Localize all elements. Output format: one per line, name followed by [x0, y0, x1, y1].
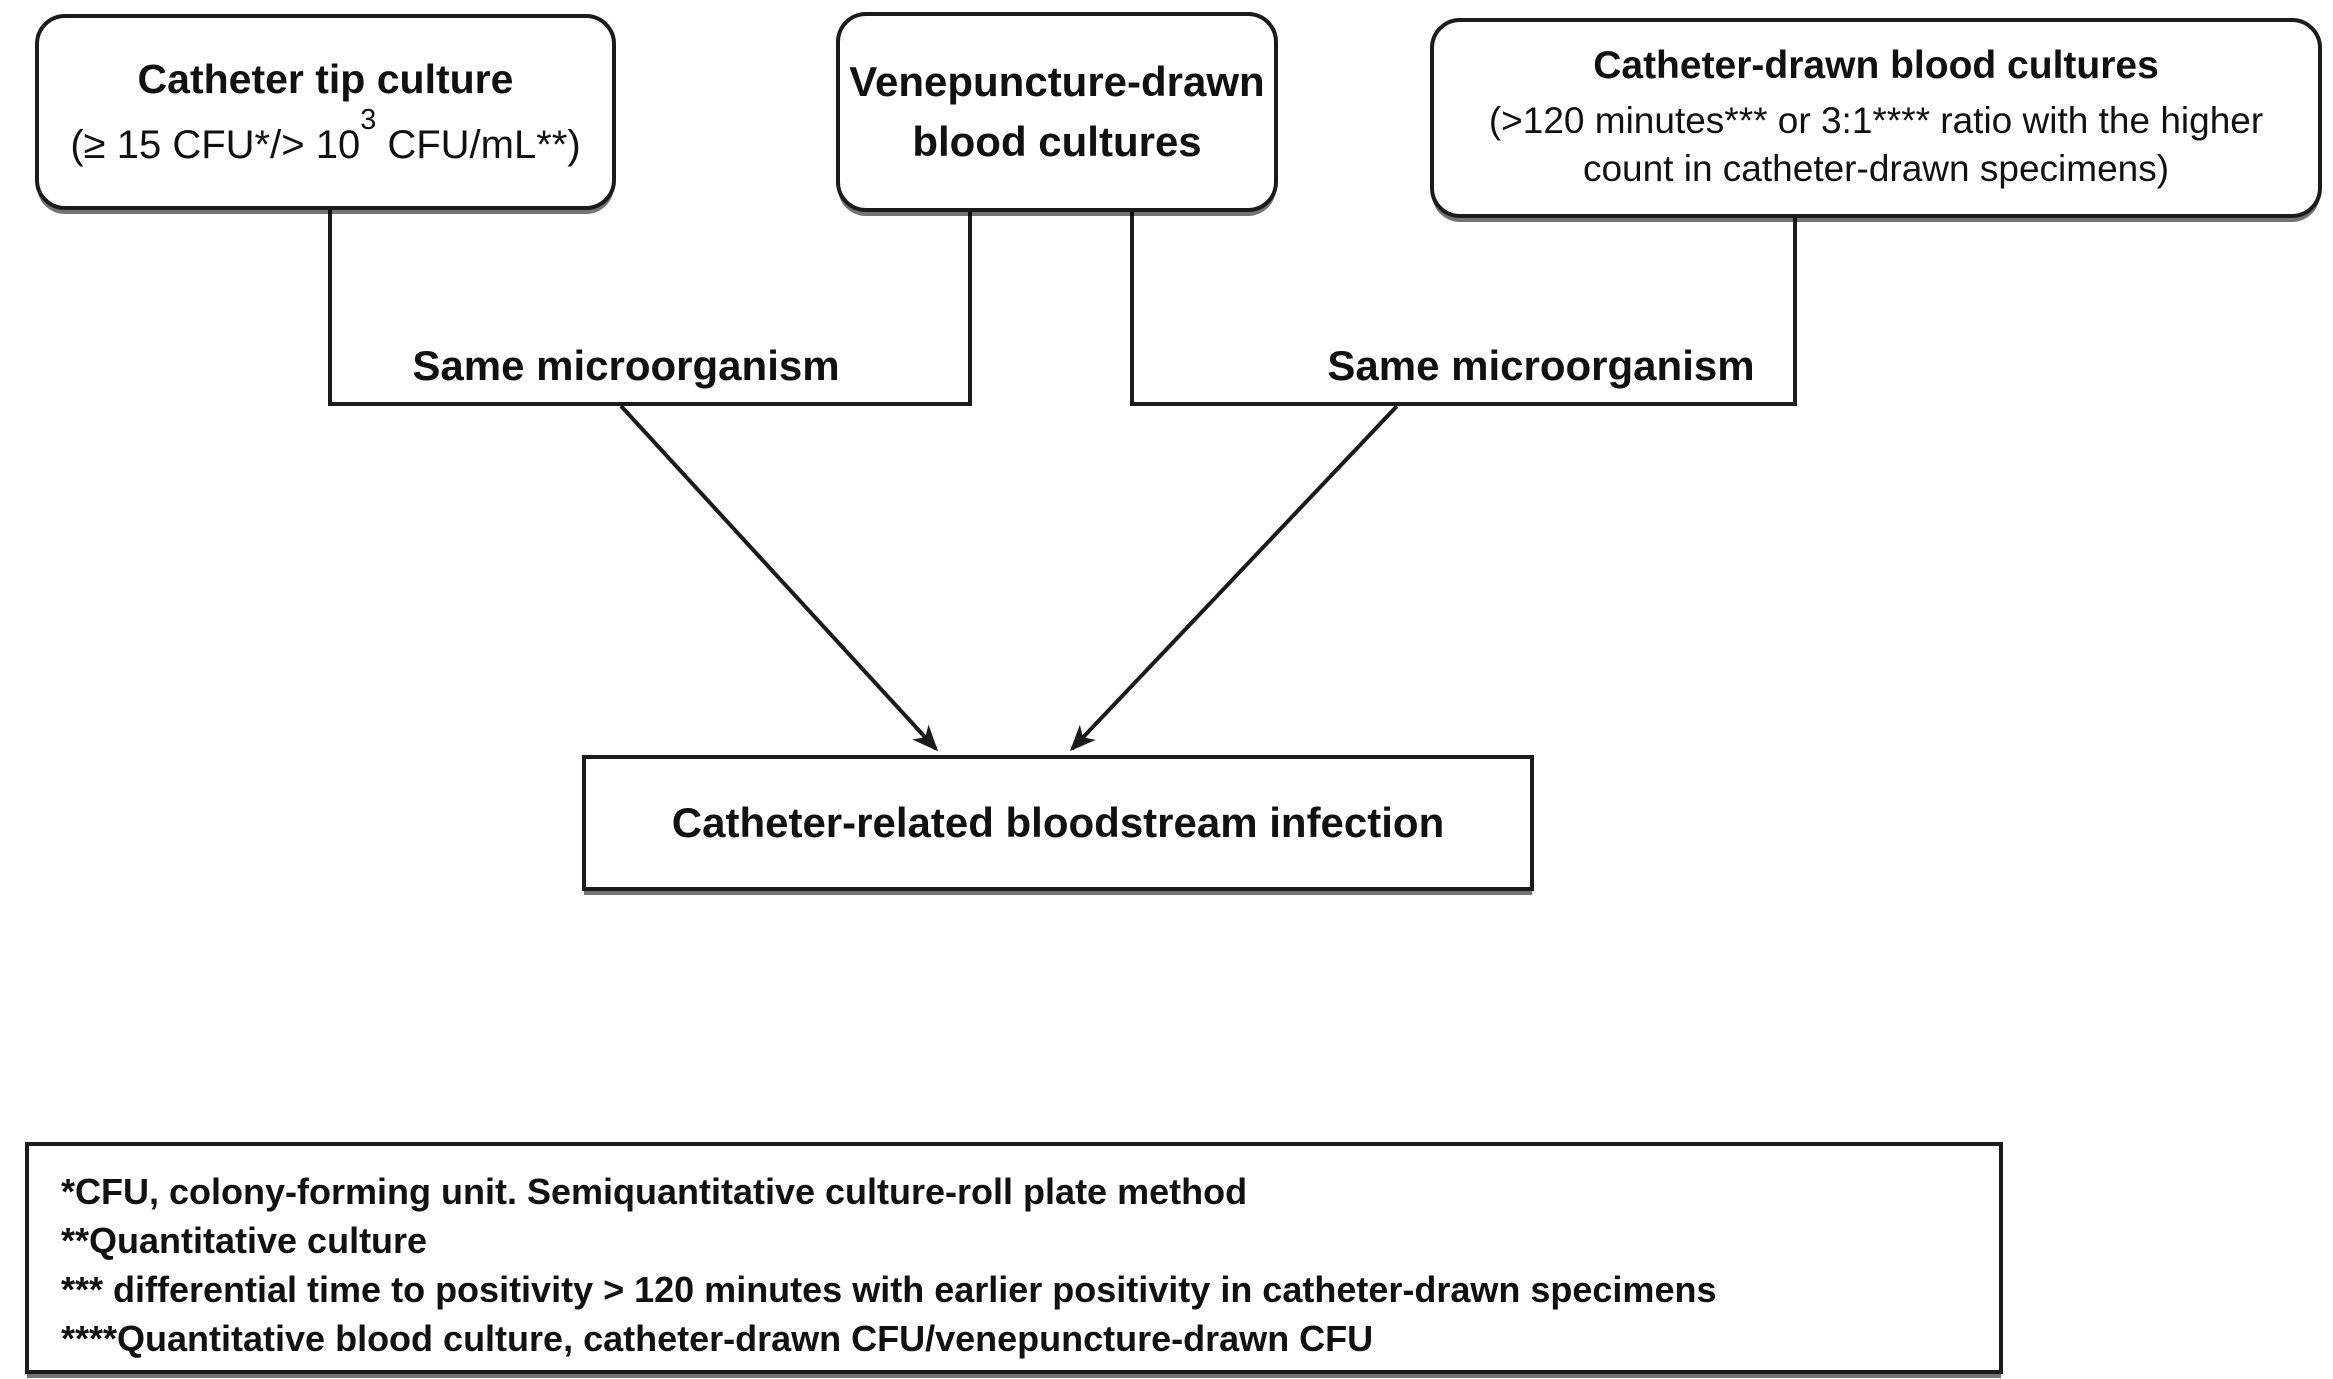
same-microorganism-label-left: Same microorganism: [412, 342, 840, 389]
left-arrow: [619, 404, 939, 752]
footnote-line-1: *CFU, colony-forming unit. Semiquantitat…: [61, 1171, 1248, 1212]
venepuncture-title-line-2: blood cultures: [912, 118, 1202, 165]
criteria-prefix: (≥ 15 CFU*/> 10: [70, 122, 361, 167]
footnotes-box: *CFU, colony-forming unit. Semiquantitat…: [25, 1142, 2003, 1374]
catheter-tip-culture-title: Catheter tip culture: [137, 56, 514, 103]
catheter-drawn-title: Catheter-drawn blood cultures: [1593, 43, 2159, 87]
criteria-exponent: 3: [360, 103, 377, 136]
outcome-box: Catheter-related bloodstream infection: [582, 755, 1534, 891]
catheter-drawn-criteria-line-1: (>120 minutes*** or 3:1**** ratio with t…: [1488, 100, 2264, 142]
footnote-line-3: *** differential time to positivity > 12…: [61, 1269, 1717, 1310]
footnote-line-4: ****Quantitative blood culture, catheter…: [61, 1318, 1374, 1359]
venepuncture-box: Venepuncture-drawn blood cultures: [836, 12, 1278, 212]
catheter-tip-culture-box: Catheter tip culture (≥ 15 CFU*/> 103 CF…: [35, 14, 616, 210]
footnote-line-2: **Quantitative culture: [61, 1220, 428, 1261]
venepuncture-title-line-1: Venepuncture-drawn: [849, 58, 1265, 105]
right-arrow: [1069, 404, 1399, 752]
criteria-suffix: CFU/mL**): [376, 122, 581, 167]
outcome-title: Catheter-related bloodstream infection: [671, 799, 1445, 846]
catheter-drawn-criteria-line-2: count in catheter-drawn specimens): [1582, 148, 2170, 190]
catheter-drawn-box: Catheter-drawn blood cultures (>120 minu…: [1430, 18, 2322, 218]
catheter-tip-culture-criteria: (≥ 15 CFU*/> 103 CFU/mL**): [70, 105, 581, 169]
same-microorganism-label-right: Same microorganism: [1327, 342, 1755, 389]
